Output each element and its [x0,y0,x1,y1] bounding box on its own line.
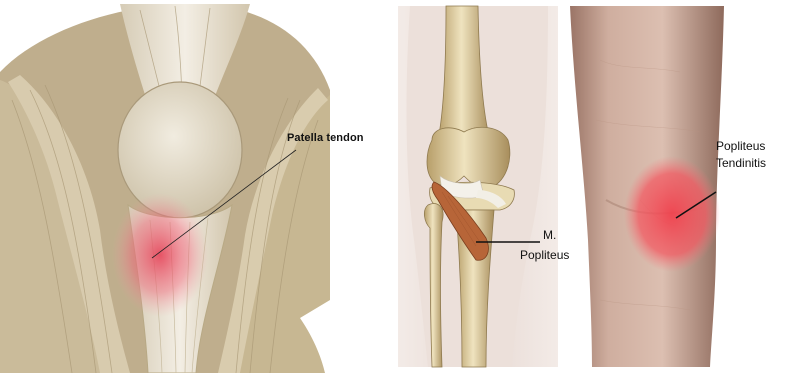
m-popliteus-label-line1: M. [543,228,556,242]
popliteus-tendinitis-highlight [624,156,720,272]
popliteus-tendinitis-label-line2: Tendinitis [716,156,766,170]
popliteus-tendinitis-label-line1: Popliteus [716,139,765,153]
anterior-knee-illustration [0,0,330,373]
m-popliteus-label-line2: Popliteus [520,248,569,262]
skeletal-knee-illustration [398,6,558,367]
patella-tendon-highlight [112,193,208,317]
posterior-leg-illustration [570,6,724,367]
patella-tendon-label: Patella tendon [287,132,364,144]
